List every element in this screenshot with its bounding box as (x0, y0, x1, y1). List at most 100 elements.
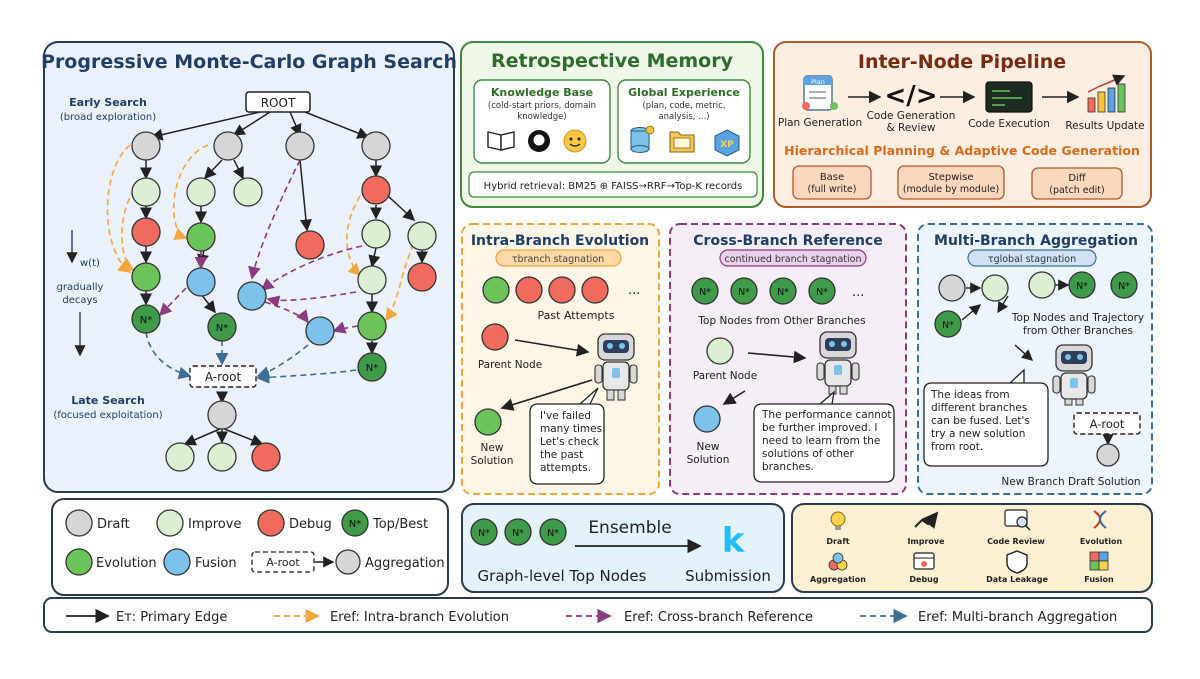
node-improve (131, 177, 161, 207)
node-draft (213, 131, 243, 161)
legend-panel (51, 498, 449, 596)
primary-edges (140, 111, 428, 446)
trend-up-icon (914, 511, 939, 529)
cross-new-2: Solution (687, 454, 730, 466)
pipeline-subtitle: Hierarchical Planning & Adaptive Code Ge… (784, 143, 1140, 158)
robot-icon (816, 331, 860, 395)
multi-draft-label: New Branch Draft Solution (1001, 476, 1140, 488)
nstar-label: N* (699, 287, 711, 298)
past-attempt-node (548, 276, 576, 304)
nstar-label: N* (366, 363, 378, 374)
cross-speech-1: The performance cannot (761, 409, 892, 421)
multi-tag (967, 249, 1097, 267)
pipeline-title: Inter-Node Pipeline (858, 51, 1066, 73)
multi-speech-2: different branches (931, 402, 1027, 414)
nstar-label: N* (738, 287, 750, 298)
cross-speech-5: branches. (762, 461, 814, 473)
kb-sub-1: (cold-start priors, domain (488, 101, 596, 111)
node-fusion (305, 316, 335, 346)
root-node (245, 91, 311, 113)
legend-draft: Draft (97, 517, 130, 532)
legend-evolution-swatch (65, 548, 93, 576)
parent-node (706, 337, 734, 365)
intra-title: Intra-Branch Evolution (471, 233, 649, 249)
retrieval-bar (468, 171, 758, 198)
intra-new-2: Solution (471, 455, 514, 467)
node-improve (186, 177, 216, 207)
decay-label-2: decays (62, 295, 97, 306)
mode-diff (1031, 167, 1123, 200)
nstar-label: N* (216, 323, 228, 334)
multi-speech-4: try a new solution (931, 428, 1025, 440)
legend-draft-swatch (65, 509, 93, 537)
node-top (934, 310, 962, 338)
mode-diff-sub: (patch edit) (1049, 185, 1105, 196)
root-label: ROOT (261, 96, 296, 110)
lightbulb-icon (830, 511, 846, 530)
top-node (730, 277, 758, 305)
past-attempt-node (581, 276, 609, 304)
multi-speech-1: The ideas from (930, 389, 1010, 401)
intra-speech-2: many times. (540, 423, 605, 435)
icon-label-data-leakage: Data Leakage (986, 575, 1048, 584)
github-icon (528, 130, 550, 152)
robot-icon (594, 333, 638, 401)
shield-icon (1006, 550, 1028, 574)
intra-dots: ... (628, 283, 640, 298)
legend-nstar: N* (349, 519, 361, 530)
icon-label-fusion: Fusion (1084, 575, 1114, 584)
ensemble-label: Ensemble (588, 518, 671, 538)
nstar-label: N* (816, 287, 828, 298)
book-icon (487, 131, 515, 151)
edge-primary-label: Eᴛ: Primary Edge (116, 610, 227, 625)
icon-legend-panel (791, 503, 1153, 593)
nstar-label: N* (1118, 281, 1130, 292)
multi-aroot-box (1073, 412, 1141, 435)
database-icon (630, 125, 655, 153)
folder-icon (669, 131, 695, 153)
cross-speech-bubble (753, 390, 895, 483)
legend-aroot: A-root (266, 556, 300, 569)
node-draft (361, 131, 391, 161)
wt-label: w(t) (80, 258, 100, 269)
node-improve (207, 442, 237, 472)
icon-label-code-review: Code Review (987, 537, 1045, 546)
node-top (357, 352, 387, 382)
node-debug (361, 175, 391, 205)
legend-fusion-swatch (163, 548, 191, 576)
node-draft (285, 131, 315, 161)
cross-dots: ... (852, 285, 864, 300)
mode-diff-label: Diff (1068, 173, 1086, 184)
plan-badge: Plan (811, 78, 825, 86)
node-top (207, 312, 237, 342)
nstar-label: N* (1076, 281, 1088, 292)
intra-speech-1: I've failed (540, 410, 591, 422)
huggingface-icon (563, 129, 587, 153)
memory-title: Retrospective Memory (491, 50, 734, 72)
node-debug (407, 262, 437, 292)
multi-speech-3: can be fused. Let's (931, 415, 1030, 427)
edge-cross-label: Eref: Cross-branch Reference (624, 610, 813, 625)
late-search-sub: (focused exploitation) (53, 410, 162, 421)
multi-top-1: Top Nodes and Trajectory (1011, 312, 1144, 324)
intra-speech-5: attempts. (540, 462, 591, 474)
icon-label-improve: Improve (907, 537, 945, 546)
mode-base (792, 165, 872, 200)
early-search-sub: (broad exploration) (60, 112, 156, 123)
cross-speech-2: be further improved. I (762, 422, 877, 434)
nstar-label: N* (547, 528, 559, 539)
node-fusion (186, 267, 216, 297)
top-node (769, 277, 797, 305)
xp-label: XP (720, 140, 734, 150)
nstar-label: N* (140, 315, 152, 326)
node-debug (251, 442, 281, 472)
plan-icon: Plan (802, 75, 838, 111)
icon-label-draft: Draft (826, 537, 849, 546)
new-solution-node (693, 405, 721, 433)
step-code-generation: Code Generation (867, 110, 956, 122)
dna-icon (1093, 510, 1107, 529)
terminal-icon (985, 81, 1033, 113)
past-attempt-node (482, 276, 510, 304)
cross-title: Cross-Branch Reference (693, 233, 882, 249)
top-node (808, 277, 836, 305)
